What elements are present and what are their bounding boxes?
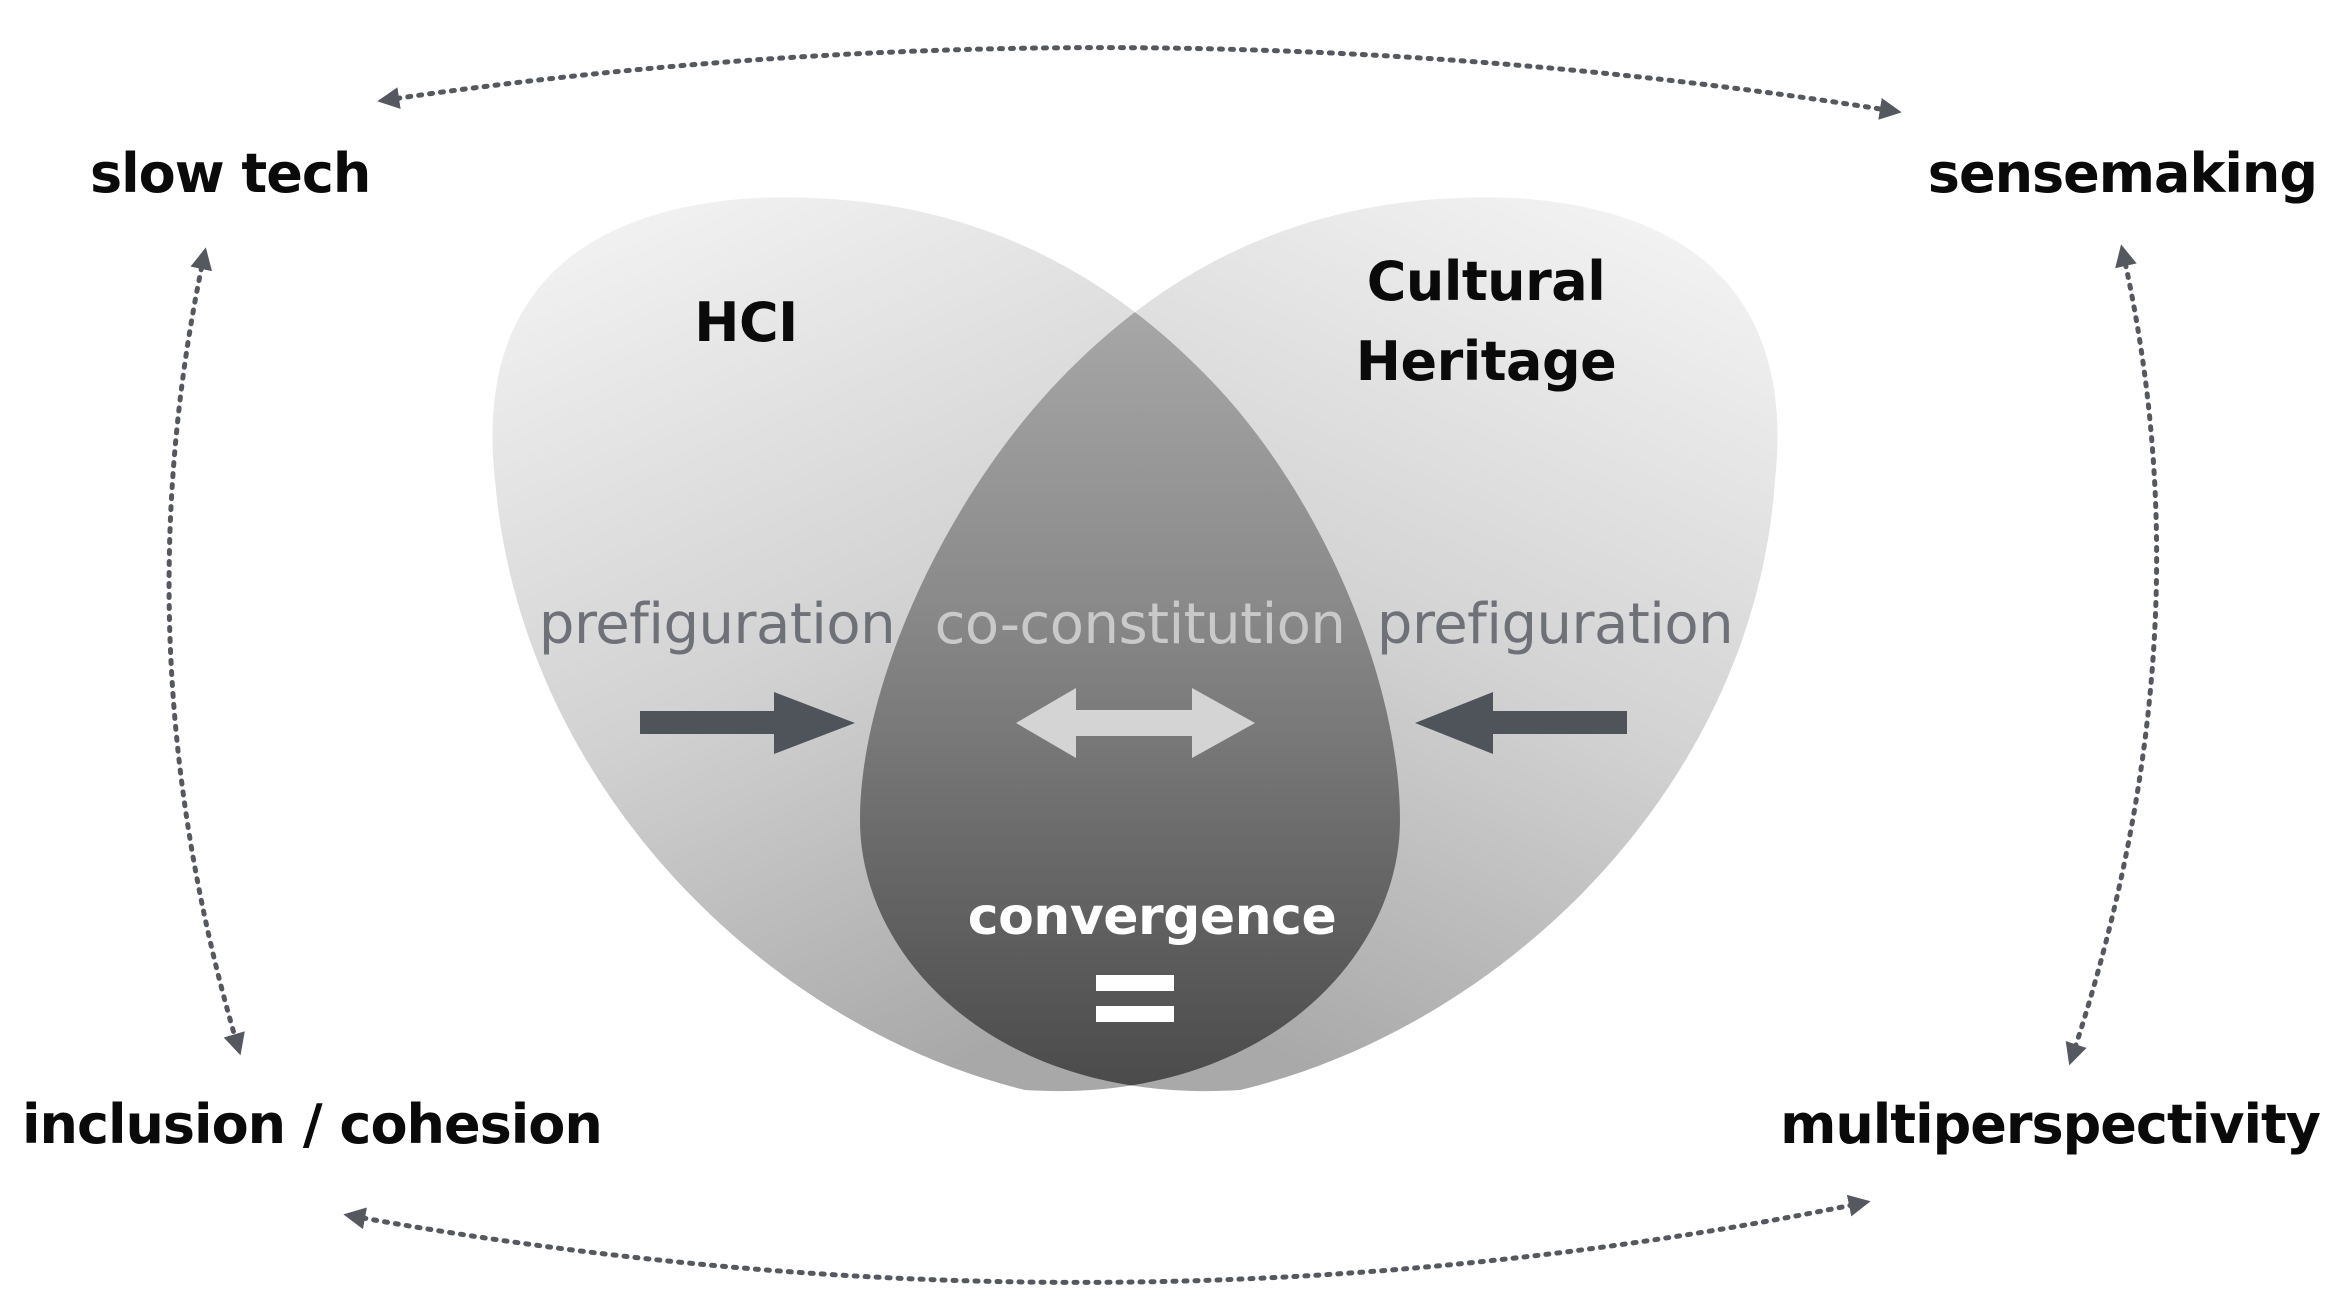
dotted-arrow-left — [166, 247, 245, 1056]
label-co-constitution: co-constitution — [935, 592, 1346, 657]
label-heritage: Heritage — [1356, 330, 1617, 393]
label-sensemaking: sensemaking — [1928, 142, 2317, 205]
label-inclusion-cohesion: inclusion / cohesion — [22, 1093, 602, 1156]
dotted-arrow-bottom — [343, 1194, 1871, 1285]
label-hci: HCI — [694, 291, 797, 354]
dotted-arrow-top — [377, 45, 1902, 120]
label-multiperspectivity: multiperspectivity — [1780, 1093, 2321, 1156]
arrow-hci-to-center — [640, 692, 855, 754]
equals-sign-icon — [1096, 975, 1174, 1022]
convergence-intersection — [860, 197, 1400, 1092]
label-prefiguration-right: prefiguration — [1377, 592, 1733, 657]
dotted-arrow-right — [2065, 244, 2160, 1066]
label-prefiguration-left: prefiguration — [539, 592, 895, 657]
label-convergence: convergence — [968, 887, 1336, 947]
label-slow-tech: slow tech — [90, 142, 370, 205]
label-cultural: Cultural — [1367, 250, 1605, 313]
arrow-heritage-to-center — [1415, 692, 1627, 754]
double-arrow-co-constitution — [1016, 688, 1255, 758]
